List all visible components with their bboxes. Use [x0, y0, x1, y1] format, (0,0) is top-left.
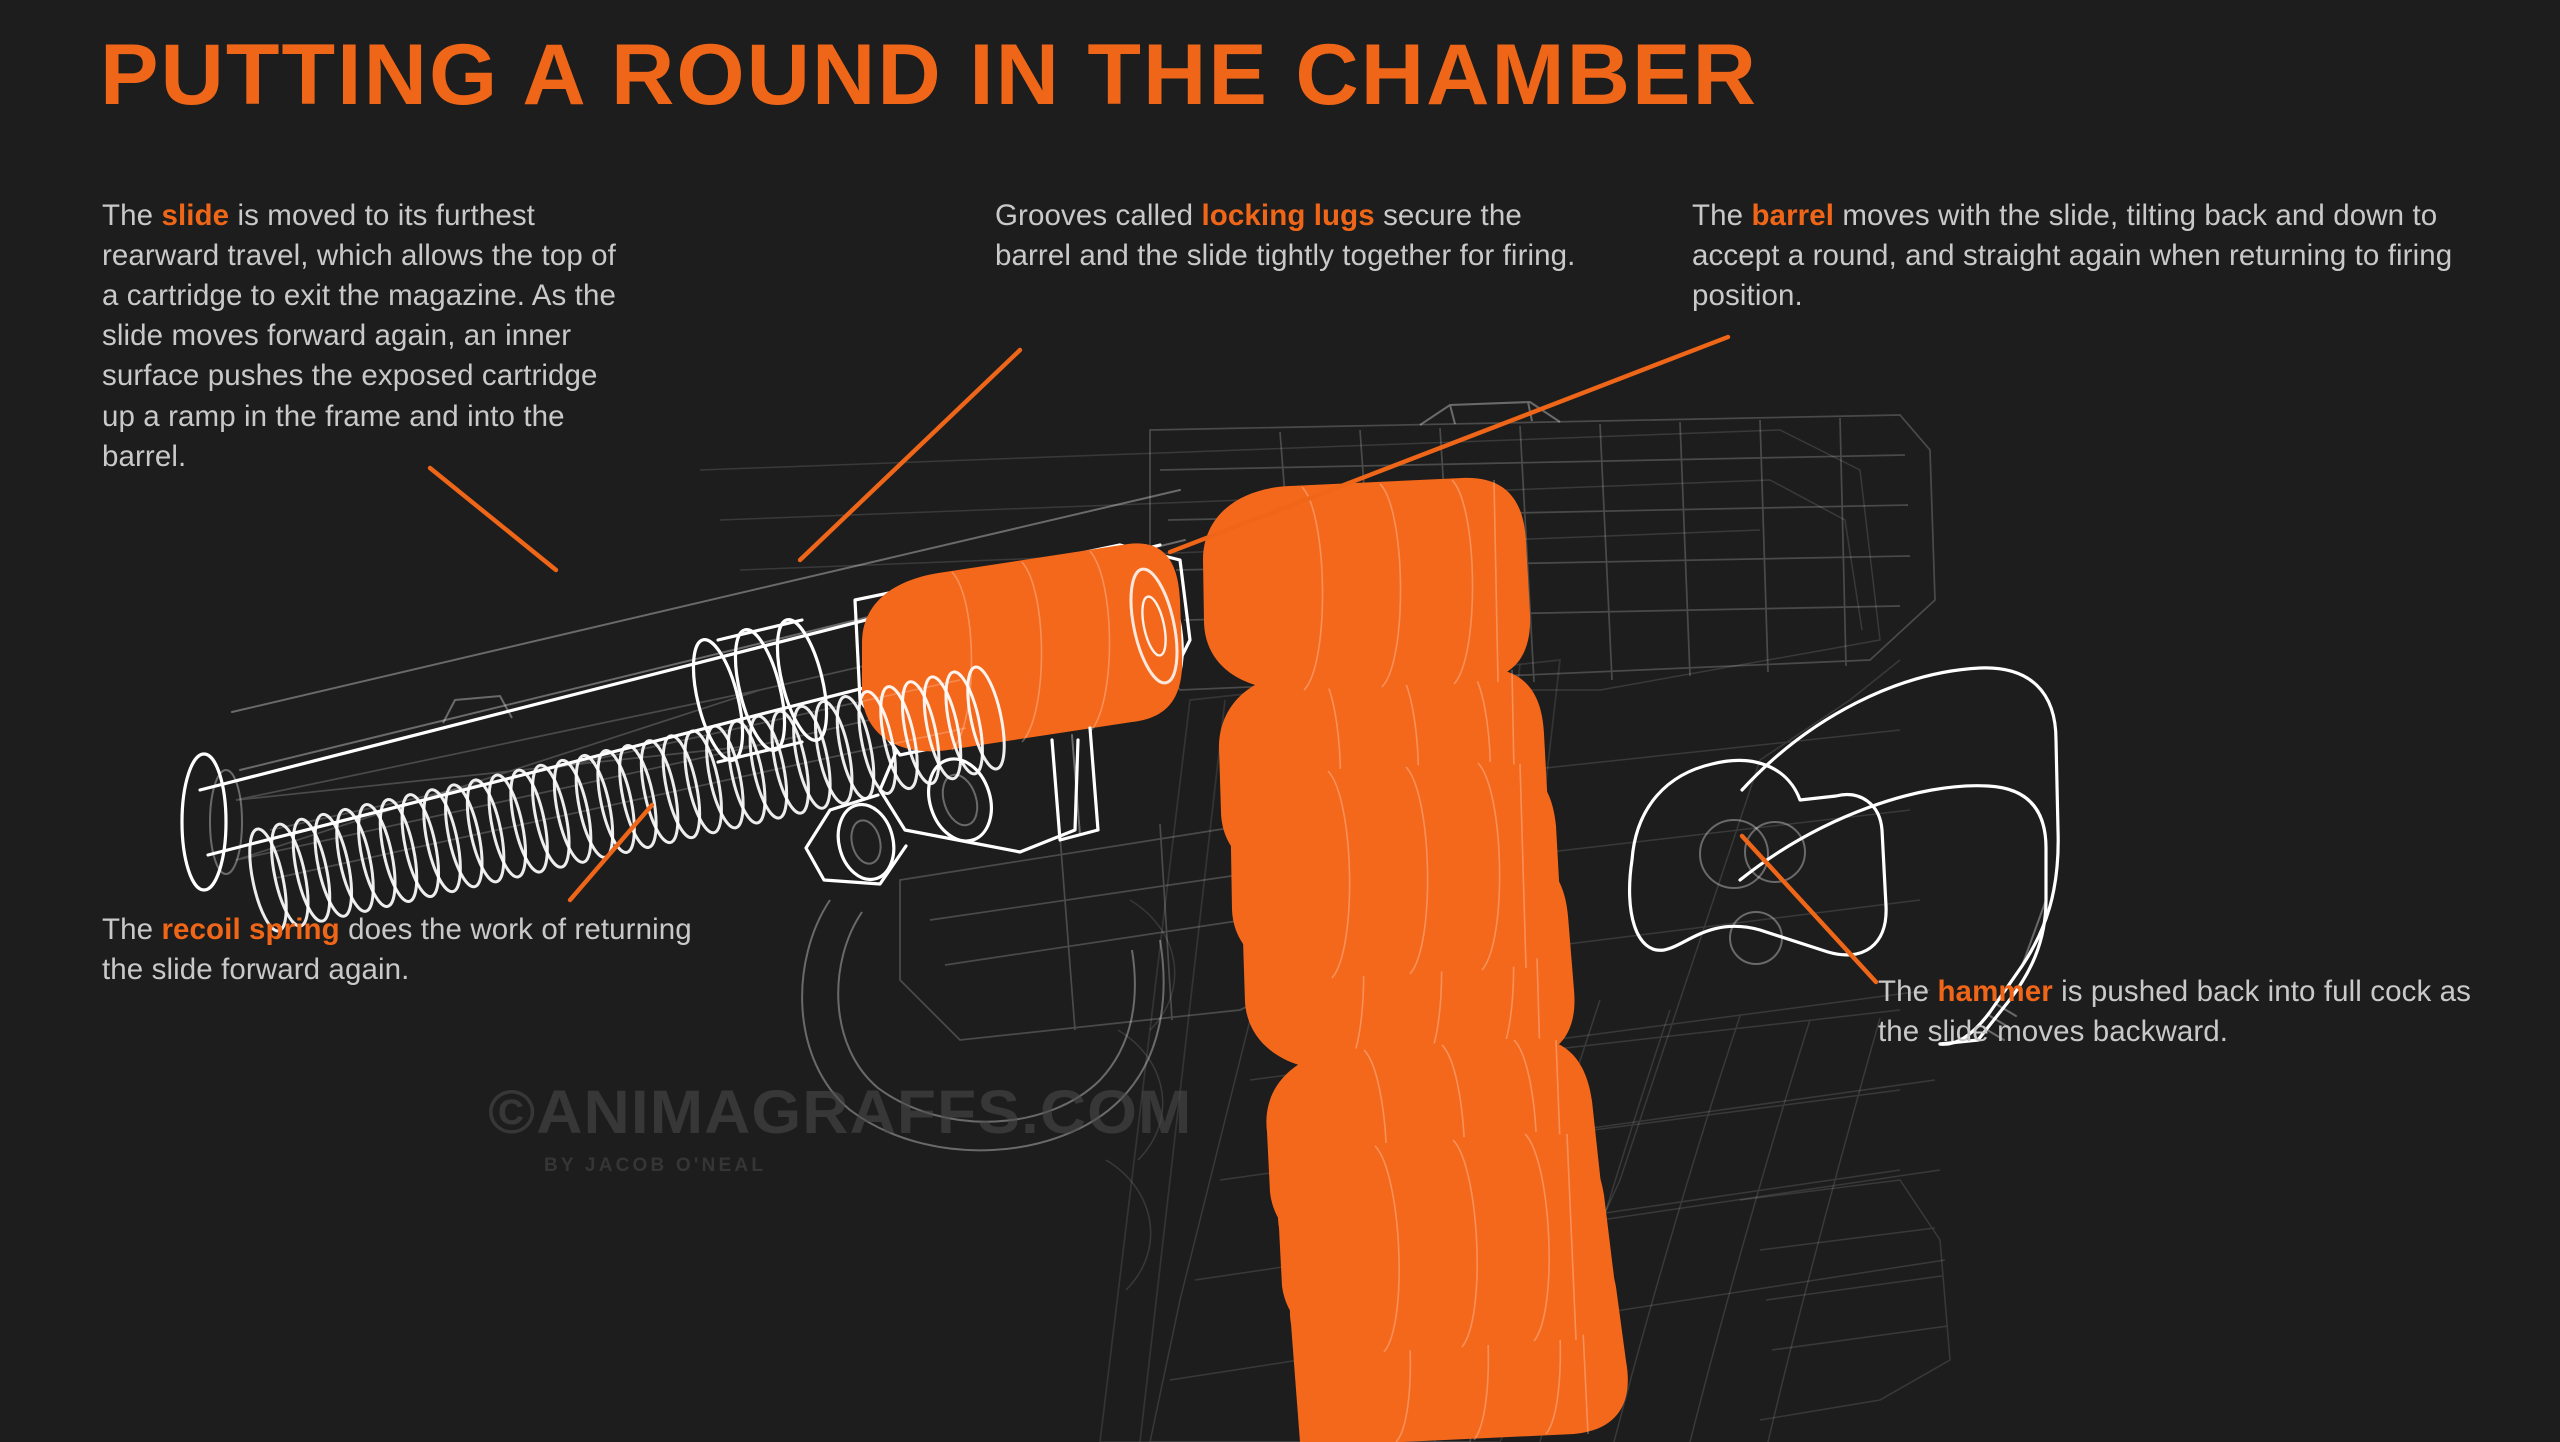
callout-hammer-highlight: hammer	[1937, 975, 2053, 1008]
cartridge-4	[1289, 1224, 1628, 1442]
cartridge-5	[1203, 477, 1531, 691]
leader-hammer	[1739, 833, 1879, 985]
watermark-main: ©ANIMAGRAFFS.COM	[488, 1078, 1193, 1146]
cartridge-6	[1230, 761, 1561, 979]
callout-lugs-lead: Grooves called	[995, 199, 1202, 232]
callout-spring-lead: The	[102, 913, 162, 946]
recoil-guide-rod	[269, 679, 967, 879]
grip-panel	[1419, 999, 1901, 1442]
leader-lines	[427, 334, 1879, 985]
cartridge-1	[1219, 667, 1549, 883]
cartridge-3	[1266, 1037, 1602, 1259]
magazine-cartridges	[1203, 477, 1628, 1442]
callout-spring-rest: does the work of returning the slide for…	[102, 913, 692, 987]
callout-lugs-highlight: locking lugs	[1201, 199, 1375, 232]
frame-interior	[899, 811, 1341, 1041]
callout-slide: The slide is moved to its furthest rearw…	[102, 196, 622, 477]
recoil-spring	[248, 665, 1006, 933]
page-title: PUTTING A ROUND IN THE CHAMBER	[100, 27, 1758, 123]
callout-recoil-spring: The recoil spring does the work of retur…	[102, 910, 722, 990]
leader-spring	[567, 802, 655, 903]
rear-sight	[1419, 400, 1561, 426]
trigger-guard	[801, 899, 1165, 1152]
callout-hammer-rest: is pushed back into full cock as the sli…	[1878, 975, 2471, 1049]
chambered-cartridge	[862, 543, 1183, 752]
callout-barrel: The barrel moves with the slide, tilting…	[1692, 196, 2492, 316]
callout-hammer-lead: The	[1878, 975, 1938, 1008]
watermark-sub: BY JACOB O'NEAL	[544, 1155, 767, 1176]
barrel-chamber	[853, 543, 1192, 757]
callout-barrel-highlight: barrel	[1751, 199, 1835, 232]
leader-lugs	[797, 347, 1023, 563]
callout-hammer: The hammer is pushed back into full cock…	[1878, 972, 2498, 1052]
magazine	[1099, 659, 1561, 1442]
slide-body	[1149, 414, 1936, 691]
barrel-link	[804, 738, 1080, 886]
leader-slide	[427, 465, 559, 573]
callout-slide-highlight: slide	[161, 199, 230, 232]
watermark: ©ANIMAGRAFFS.COM BY JACOB O'NEAL	[488, 1082, 1248, 1176]
locking-lugs	[691, 618, 829, 764]
callout-locking-lugs: Grooves called locking lugs secure the b…	[995, 196, 1595, 276]
callout-barrel-lead: The	[1692, 199, 1752, 232]
front-sight	[442, 694, 513, 724]
callout-slide-rest: is moved to its furthest rearward travel…	[102, 199, 616, 473]
barrel-wireframe-crosslines	[235, 599, 1156, 861]
cartridge-2	[1242, 851, 1575, 1071]
callout-barrel-rest: moves with the slide, tilting back and d…	[1692, 199, 2453, 313]
hammer	[1628, 758, 1888, 965]
magazine-spring	[1105, 899, 1176, 1291]
callout-spring-highlight: recoil spring	[161, 913, 340, 946]
cartridge-7	[1277, 1131, 1615, 1353]
frame-ghost-body	[699, 429, 1946, 1442]
extractor	[1050, 726, 1100, 842]
leader-barrel	[1167, 334, 1731, 555]
callout-lugs-rest: secure the barrel and the slide tightly …	[995, 199, 1576, 273]
mainspring-housing	[1739, 1179, 1951, 1421]
callout-slide-lead: The	[102, 199, 162, 232]
slide-outer-tube	[180, 489, 1186, 892]
